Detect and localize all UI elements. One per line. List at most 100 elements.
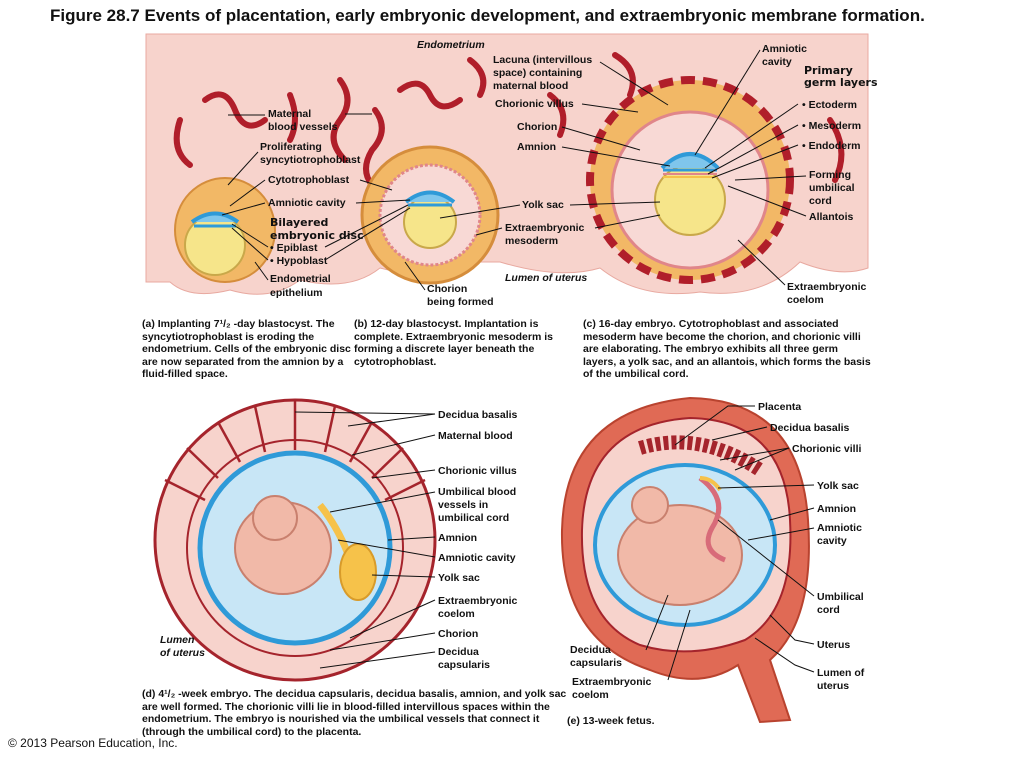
label-maternal-blood-d: Maternal blood	[438, 430, 513, 442]
label-lumen-e-2: uterus	[817, 680, 849, 692]
caption-c-letter: (c)	[583, 318, 596, 330]
label-coelom-c-1: Extraembryonic	[787, 281, 867, 293]
labels-b: Endometrium Lacuna (intervillous space) …	[404, 39, 671, 308]
labels-d: Decidua basalis Maternal blood Chorionic…	[160, 409, 518, 671]
label-allantois: Allantois	[809, 211, 853, 223]
label-ectoderm: • Ectoderm	[802, 99, 857, 111]
label-endoderm: • Endoderm	[802, 140, 861, 152]
caption-a-title: Implanting 7¹/₂ -day blastocyst.	[157, 318, 313, 330]
label-umb-e-1: Umbilical	[817, 591, 864, 603]
top-row-illustration: Maternal blood vessels Proliferating syn…	[145, 33, 878, 308]
fetus-e	[617, 504, 743, 606]
label-amniotic-cavity-a: Amniotic cavity	[268, 197, 346, 209]
yolk-sac-d	[339, 543, 377, 601]
label-amniotic-cavity-d: Amniotic cavity	[438, 552, 516, 564]
blastocyst-a	[174, 177, 276, 283]
blastocyst-b	[360, 145, 500, 285]
embryo-c	[586, 76, 794, 284]
caption-d: (d) 4¹/₂ -week embryo. The decidua capsu…	[142, 688, 570, 738]
label-chorionic-villus-b: Chorionic villus	[495, 98, 574, 110]
panel-d-illustration	[153, 398, 437, 682]
caption-e-letter: (e)	[567, 715, 580, 727]
label-umb-c-3: cord	[809, 195, 832, 207]
chorionic-villi-d	[164, 400, 426, 502]
label-capsularis-e-1: Decidua	[570, 644, 611, 656]
label-extra-meso-2: mesoderm	[505, 235, 558, 247]
labels-e: Placenta Decidua basalis Chorionic villi…	[570, 401, 865, 701]
labels-a: Maternal blood vessels Proliferating syn…	[221, 108, 411, 299]
label-coelom-e-2: coelom	[572, 689, 609, 701]
caption-c-title: 16-day embryo.	[598, 318, 676, 330]
label-yolk-sac-b: Yolk sac	[522, 199, 564, 211]
label-amniotic-cavity-e-1: Amniotic	[817, 522, 862, 534]
label-umb-c-1: Forming	[809, 169, 851, 181]
caption-b-title: 12-day blastocyst.	[370, 318, 462, 330]
label-maternal-vessels-1: Maternal	[268, 108, 311, 120]
label-uterus-e: Uterus	[817, 639, 850, 651]
label-umb-e-2: cord	[817, 604, 840, 616]
panel-e-illustration	[560, 396, 810, 724]
label-yolk-sac-d: Yolk sac	[438, 572, 480, 584]
label-yolk-sac-e: Yolk sac	[817, 480, 859, 492]
label-capsularis-d-1: Decidua	[438, 646, 479, 658]
label-lacuna-1: Lacuna (intervillous	[493, 54, 592, 66]
label-coelom-d-2: coelom	[438, 608, 475, 620]
caption-c: (c) 16-day embryo. Cytotrophoblast and a…	[583, 318, 873, 381]
label-endometrium: Endometrium	[417, 39, 485, 51]
label-endo-epi-2: epithelium	[270, 287, 323, 299]
label-decidua-basalis-e: Decidua basalis	[770, 422, 850, 434]
label-umb-d-3: umbilical cord	[438, 512, 509, 524]
label-umb-d-2: vessels in	[438, 499, 488, 511]
label-extra-meso-1: Extraembryonic	[505, 222, 585, 234]
label-cytotrophoblast: Cytotrophoblast	[268, 174, 350, 186]
caption-d-text: The decidua capsularis, decidua basalis,…	[142, 688, 567, 738]
label-amniotic-cavity-e-2: cavity	[817, 535, 847, 547]
labels-c: Amniotic cavity Primary germ layers • Ec…	[694, 43, 878, 306]
placenta-e	[637, 435, 764, 476]
caption-b: (b) 12-day blastocyst. Implantation is c…	[354, 318, 564, 368]
label-chorion-forming-2: being formed	[427, 296, 494, 308]
label-coelom-e-1: Extraembryonic	[572, 676, 652, 688]
caption-a-text: The syncytiotrophoblast is eroding the e…	[142, 318, 351, 380]
label-prolif-1: Proliferating	[260, 141, 322, 153]
label-bilayer-1: Bilayered	[270, 216, 328, 229]
label-germ-layers-2: germ layers	[804, 76, 878, 89]
label-amnion-d: Amnion	[438, 532, 477, 544]
label-bilayer-2: embryonic disc	[270, 229, 364, 242]
label-decidua-basalis-d: Decidua basalis	[438, 409, 518, 421]
label-chorion-d: Chorion	[438, 628, 478, 640]
maternal-blood-vessels	[173, 52, 845, 188]
label-placenta-e: Placenta	[758, 401, 801, 413]
label-lumen-d-1: Lumen	[160, 634, 194, 646]
label-amniotic-cavity-c-2: cavity	[762, 56, 792, 68]
label-epiblast: • Epiblast	[270, 242, 318, 254]
label-chorion-forming-1: Chorion	[427, 283, 467, 295]
label-amniotic-cavity-c-1: Amniotic	[762, 43, 807, 55]
caption-a-letter: (a)	[142, 318, 155, 330]
figure-title: Figure 28.7 Events of placentation, earl…	[50, 6, 925, 25]
caption-d-title: 4¹/₂ -week embryo.	[158, 688, 252, 700]
caption-a: (a) Implanting 7¹/₂ -day blastocyst. The…	[142, 318, 364, 381]
label-capsularis-d-2: capsularis	[438, 659, 490, 671]
caption-b-letter: (b)	[354, 318, 368, 330]
label-umb-c-2: umbilical	[809, 182, 855, 194]
label-maternal-vessels-2: blood vessels	[268, 121, 338, 133]
label-amnion-e: Amnion	[817, 503, 856, 515]
label-coelom-d-1: Extraembryonic	[438, 595, 518, 607]
umbilical-cord-e	[698, 475, 727, 563]
label-capsularis-e-2: capsularis	[570, 657, 622, 669]
caption-b-text: Implantation is complete. Extraembryonic…	[354, 318, 553, 368]
label-lacuna-2: space) containing	[493, 67, 582, 79]
label-amnion-b: Amnion	[517, 141, 556, 153]
label-lumen-d-2: of uterus	[160, 647, 205, 659]
label-hypoblast: • Hypoblast	[270, 255, 328, 267]
caption-e: (e) 13-week fetus.	[567, 715, 767, 728]
label-mesoderm: • Mesoderm	[802, 120, 861, 132]
label-umb-d-1: Umbilical blood	[438, 486, 516, 498]
caption-e-title: 13-week fetus.	[582, 715, 655, 727]
label-lumen-e-1: Lumen of	[817, 667, 865, 679]
copyright-notice: © 2013 Pearson Education, Inc.	[8, 736, 178, 750]
label-germ-layers-1: Primary	[804, 64, 853, 77]
